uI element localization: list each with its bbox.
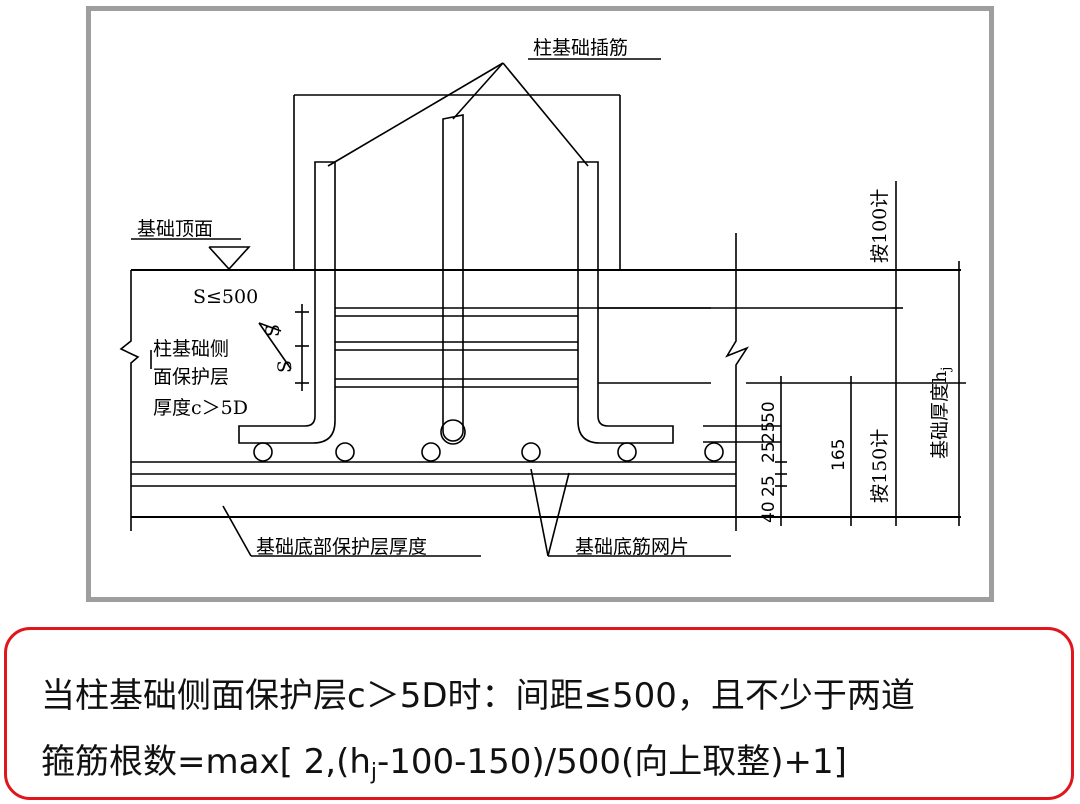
s-mark-2: S	[274, 360, 296, 373]
dim-165: 165	[829, 439, 849, 471]
mesh-bar-5	[617, 442, 637, 462]
dim-50: 50	[759, 401, 779, 423]
note-box: 当柱基础侧面保护层c＞5D时：间距≤500，且不少于两道 箍筋根数=max[ 2…	[4, 627, 1074, 800]
right-break-line	[725, 233, 750, 531]
bottom-cover-leader	[222, 505, 252, 557]
foundation-top-label: 基础顶面	[137, 218, 213, 240]
dim-25c: 25	[759, 475, 779, 497]
formula-suffix: -100-150)/500(向上取整)+1]	[377, 742, 847, 782]
spacing-limit-label: S≤500	[193, 286, 258, 308]
mesh-bar-3	[421, 442, 441, 462]
mesh-bar-4	[521, 442, 541, 462]
left-dowel-bar	[238, 161, 336, 444]
dim-25b: 25	[759, 441, 779, 463]
dowel-leader-1	[327, 62, 504, 167]
s-leader-2	[258, 322, 292, 370]
diagram-svg: 柱基础插筋 基础顶面 S≤500 S S 柱基础侧 面保护层 厚度c＞5D 基础…	[119, 37, 966, 558]
right-dowel-bar	[577, 161, 674, 444]
top-level-triangle	[208, 246, 251, 271]
middle-bar-end	[440, 419, 466, 445]
foundation-left-edge	[119, 270, 140, 531]
note-line-1: 当柱基础侧面保护层c＞5D时：间距≤500，且不少于两道	[41, 676, 915, 716]
dim-25a: 25	[759, 421, 779, 443]
formula-subscript: j	[370, 760, 378, 785]
formula-prefix: 箍筋根数=max[ 2,(h	[41, 742, 371, 782]
mesh-leader-2	[547, 472, 570, 557]
s-leader-1	[258, 322, 282, 332]
thickness-label: 基础厚度hj	[929, 367, 954, 459]
bottom-cover-label: 基础底部保护层厚度	[256, 536, 427, 558]
mesh-bar-1	[253, 442, 273, 462]
mesh-leader-1	[530, 468, 549, 557]
bottom-mesh-label: 基础底筋网片	[575, 536, 689, 558]
note-line-2: 箍筋根数=max[ 2,(hj-100-150)/500(向上取整)+1]	[41, 734, 847, 785]
side-cover-label-3: 厚度c＞5D	[153, 397, 248, 419]
s-mark-1: S	[262, 324, 284, 337]
mesh-bar-6	[704, 442, 724, 462]
column-dowel-label: 柱基础插筋	[533, 37, 628, 59]
middle-dowel-bar	[442, 114, 464, 442]
mesh-bar-2	[335, 442, 355, 462]
dim-40: 40	[759, 501, 779, 523]
foundation-section-diagram: 柱基础插筋 基础顶面 S≤500 S S 柱基础侧 面保护层 厚度c＞5D 基础…	[86, 6, 994, 602]
by-100-label: 按100计	[869, 189, 891, 263]
dowel-leader-2	[452, 62, 504, 120]
side-cover-label-1: 柱基础侧	[153, 338, 229, 360]
side-cover-label-2: 面保护层	[153, 366, 229, 388]
by-150-label: 按150计	[869, 429, 891, 503]
dowel-leader-3	[502, 62, 589, 167]
